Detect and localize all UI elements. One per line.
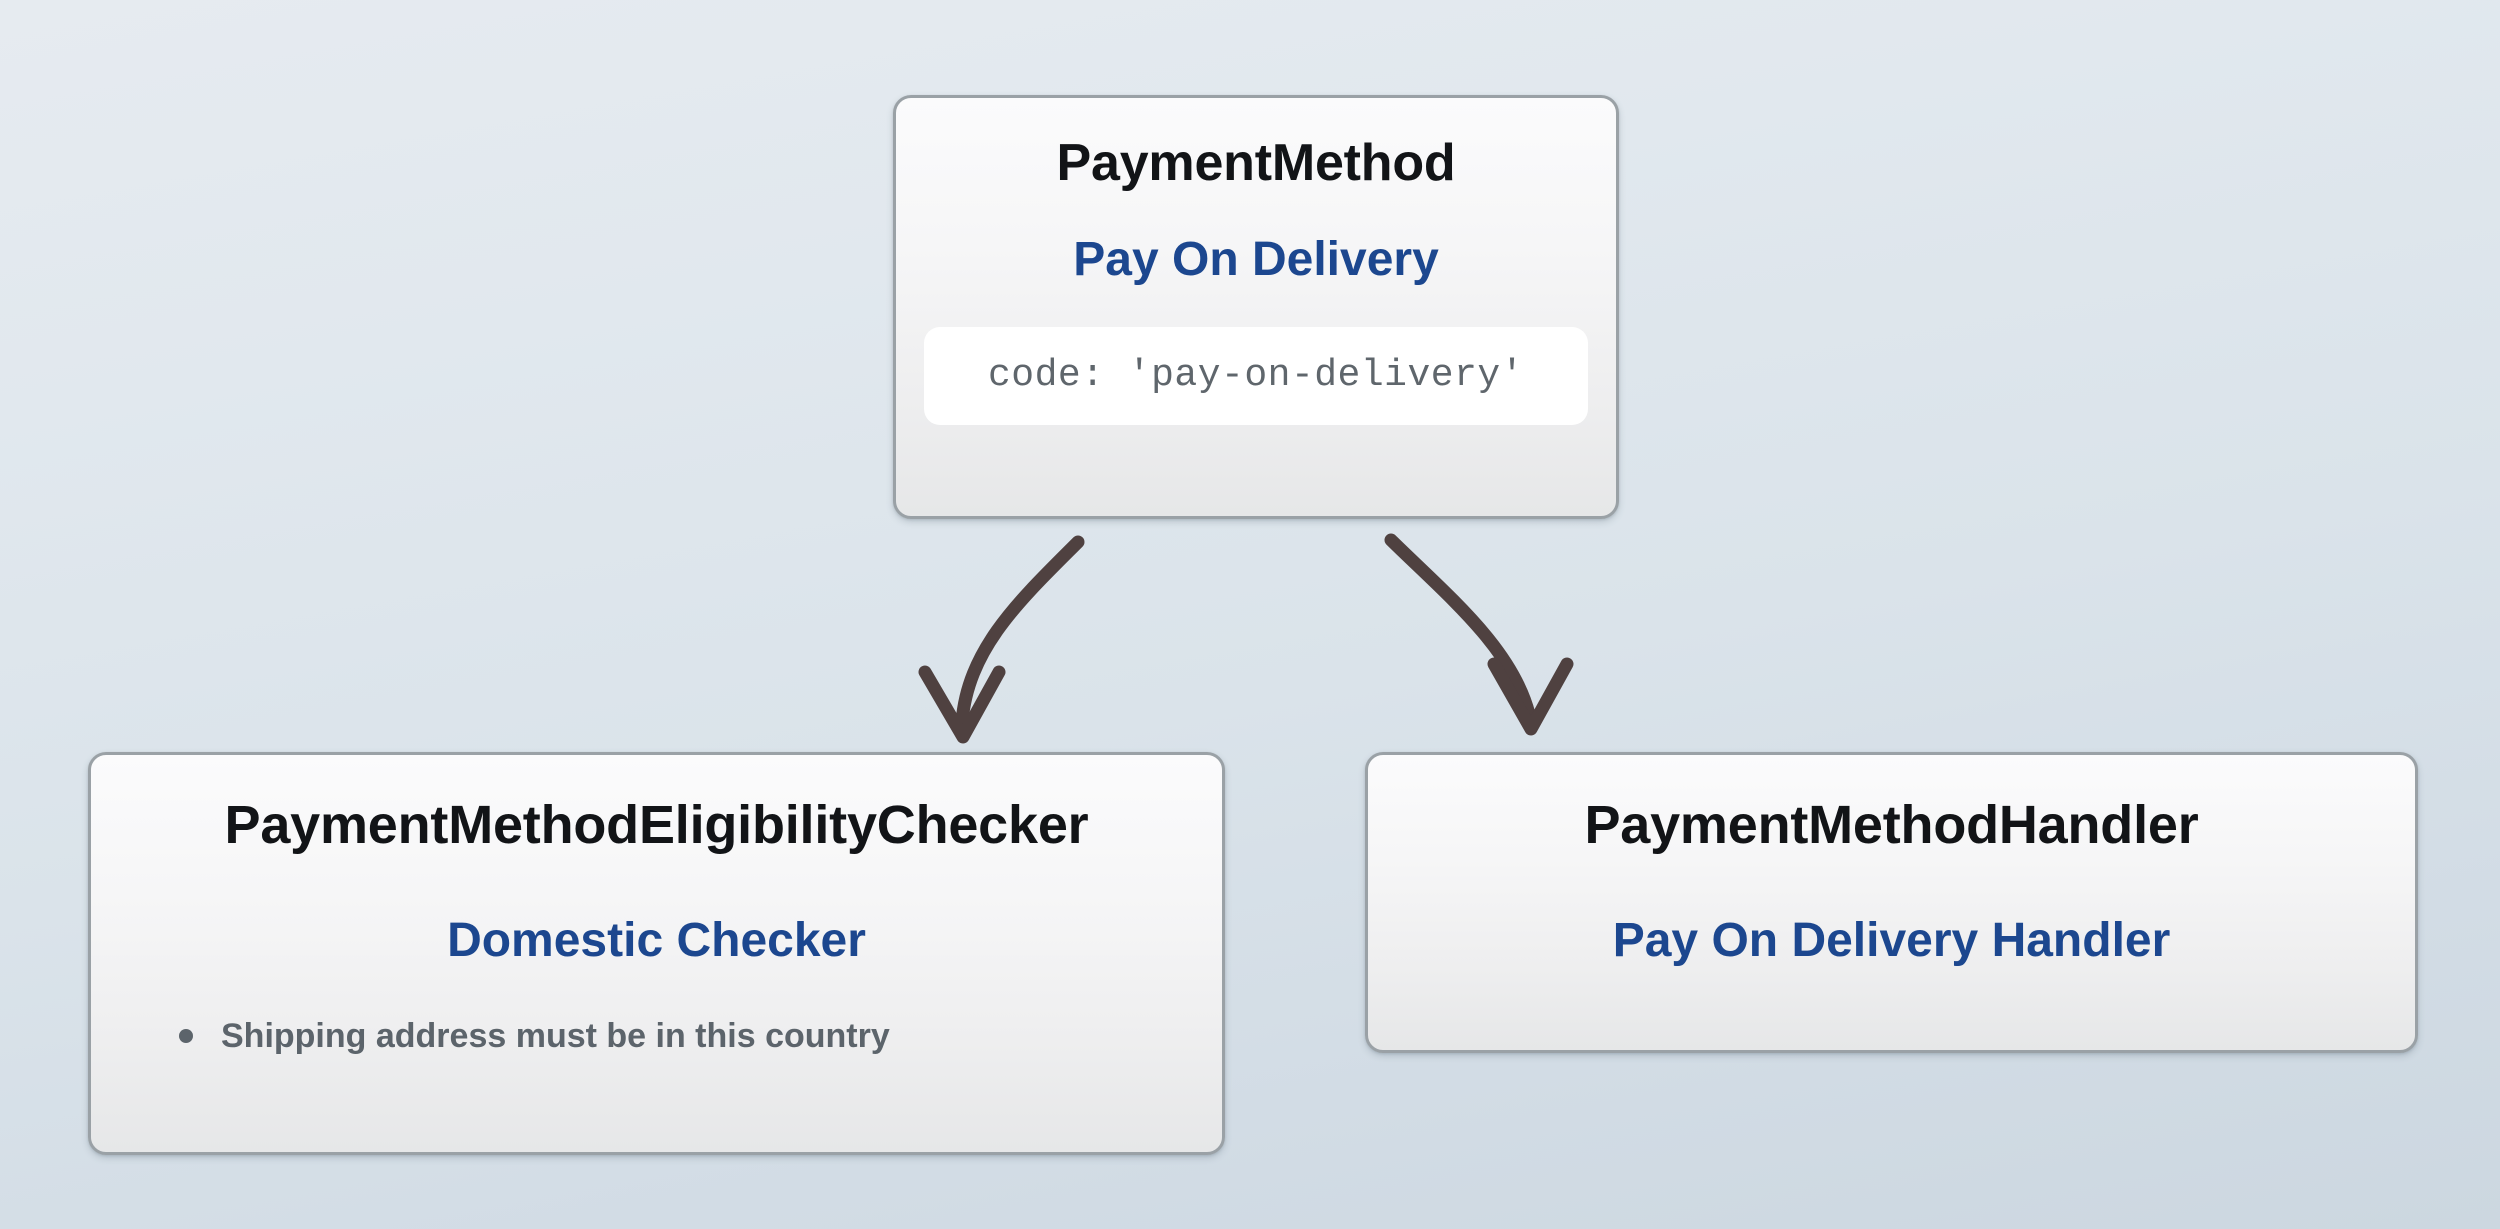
node-payment-handler[interactable]: PaymentMethodHandler Pay On Delivery Han… <box>1365 752 2418 1053</box>
node-payment-method[interactable]: PaymentMethod Pay On Delivery code: 'pay… <box>893 95 1619 519</box>
edge-to-eligibility-checker <box>918 535 1085 744</box>
rule-list: Shipping address must be in this country <box>91 1016 1222 1057</box>
code-pill: code: 'pay-on-delivery' <box>924 326 1588 425</box>
code-value: code: 'pay-on-delivery' <box>988 354 1524 398</box>
edge-to-payment-handler <box>1384 533 1574 736</box>
rule-text: Shipping address must be in this country <box>221 1017 890 1056</box>
node-eligibility-checker[interactable]: PaymentMethodEligibilityChecker Domestic… <box>88 752 1225 1155</box>
node-payment-handler-subtitle: Pay On Delivery Handler <box>1612 913 2171 967</box>
node-payment-method-title: PaymentMethod <box>1056 134 1456 192</box>
bullet-icon <box>179 1029 193 1044</box>
node-eligibility-checker-subtitle: Domestic Checker <box>447 913 866 967</box>
node-payment-method-subtitle: Pay On Delivery <box>1073 232 1439 286</box>
node-eligibility-checker-title: PaymentMethodEligibilityChecker <box>224 795 1089 855</box>
node-payment-handler-title: PaymentMethodHandler <box>1584 795 2199 855</box>
list-item: Shipping address must be in this country <box>179 1016 1222 1057</box>
